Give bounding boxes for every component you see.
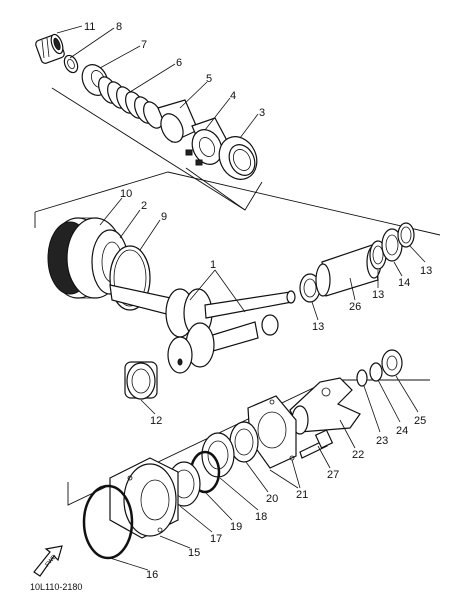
cam-5 — [157, 99, 199, 143]
callout-1: 1 — [210, 259, 216, 271]
gear-shaft-1 — [109, 284, 296, 374]
callout-21: 21 — [296, 489, 308, 501]
callout-2: 2 — [141, 200, 147, 212]
bearing-housing-15 — [109, 457, 179, 539]
bearing-14 — [381, 228, 403, 262]
upper-assembly-frame — [51, 87, 263, 211]
callout-13-right: 13 — [420, 265, 432, 277]
callout-13-left: 13 — [312, 321, 324, 333]
callout-3: 3 — [259, 107, 265, 119]
nut-25 — [381, 349, 403, 377]
callouts: 11 8 7 6 5 4 3 10 2 9 1 13 14 13 26 13 1… — [84, 21, 432, 581]
leader-lines — [56, 25, 426, 571]
washer-24 — [369, 362, 383, 382]
diagram-code: 10L110-2180 — [30, 582, 82, 592]
seal-20 — [229, 421, 259, 463]
callout-5: 5 — [206, 73, 212, 85]
bearing-12 — [124, 361, 158, 400]
washer-13c — [397, 222, 415, 248]
bolt-27 — [299, 429, 334, 459]
callout-27: 27 — [327, 469, 339, 481]
callout-11: 11 — [84, 21, 95, 33]
callout-13-middle: 13 — [372, 289, 384, 301]
callout-19: 19 — [230, 521, 242, 533]
nut-3 — [218, 136, 258, 180]
callout-7: 7 — [141, 39, 147, 51]
callout-6: 6 — [176, 57, 182, 69]
callout-10: 10 — [120, 188, 132, 200]
callout-23: 23 — [376, 435, 388, 447]
callout-24: 24 — [396, 425, 408, 437]
o-ring-16 — [82, 484, 134, 560]
fwd-arrow: FWD — [33, 545, 63, 577]
callout-8: 8 — [116, 21, 122, 33]
callout-17: 17 — [210, 533, 222, 545]
lower-assembly-frame — [67, 379, 430, 506]
callout-22: 22 — [352, 449, 364, 461]
middle-assembly-frame — [34, 171, 441, 236]
callout-9: 9 — [161, 211, 167, 223]
housing-cover-21 — [247, 395, 297, 469]
callout-18: 18 — [255, 511, 267, 523]
callout-12: 12 — [150, 415, 162, 427]
callout-16: 16 — [146, 569, 158, 581]
callout-15: 15 — [188, 547, 200, 559]
callout-26: 26 — [349, 301, 361, 313]
yoke-22 — [289, 377, 361, 435]
callout-25: 25 — [414, 415, 426, 427]
callout-4: 4 — [230, 90, 236, 102]
callout-20: 20 — [266, 493, 278, 505]
callout-14: 14 — [398, 277, 410, 289]
needle-bearing-11 — [35, 33, 65, 64]
washer-8 — [63, 54, 79, 74]
spring-6 — [98, 76, 163, 129]
o-ring-23 — [356, 369, 368, 387]
